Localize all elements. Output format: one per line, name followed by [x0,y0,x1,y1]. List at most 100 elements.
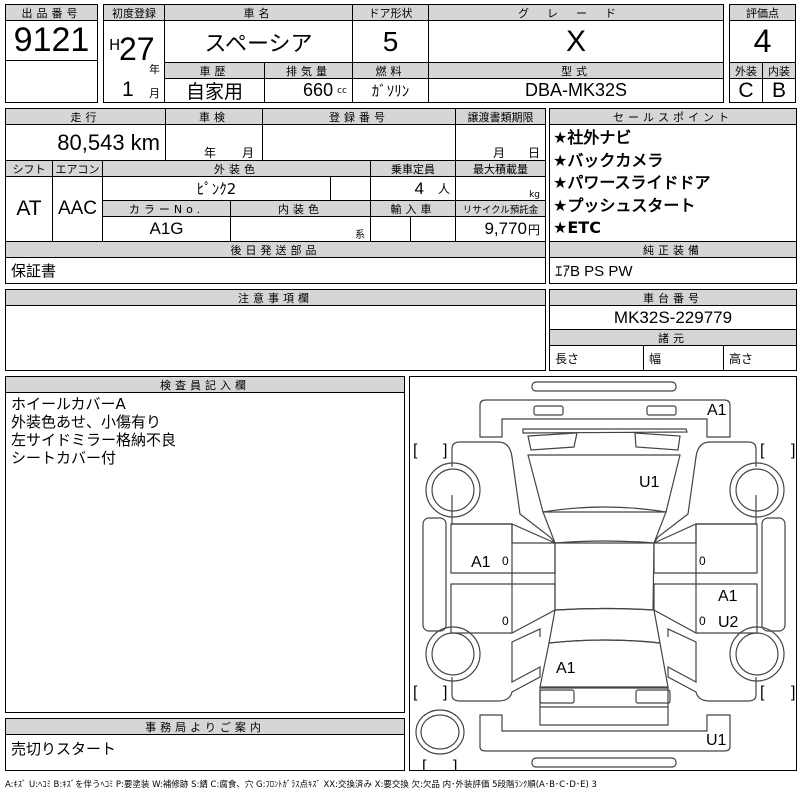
color-no-label: カラーNo. [102,200,231,217]
legend: A:ｷｽﾞ U:ﾍｺﾐ B:ｷｽﾞを伴うﾍｺﾐ P:要塗装 W:補修跡 S:錆 … [5,780,597,790]
zero-mark: 0 [699,614,706,628]
history-value: 自家用 [164,78,265,103]
mark-right-rear-door-1: A1 [718,588,738,605]
score-label: 評価点 [729,4,796,21]
fuel-value: ｶﾞｿﾘﾝ [352,78,429,103]
specs-label: 諸元 [549,329,797,346]
year-unit: 年 [149,63,160,76]
history-label: 車歴 [164,62,265,79]
mark-left-front-door: A1 [471,554,491,571]
taillight-left [539,689,575,704]
first-reg-month-cell: 1 月 [103,78,165,103]
damage-diagram: A1 U1 A1 A1 U2 A1 U1 0 0 0 0 [ ] [ ] [ ]… [409,376,797,771]
grille [522,428,688,451]
int-color-label: 内装色 [230,200,371,217]
recycle-label: リサイクル預託金 [455,200,546,217]
sales-point-item: ★バックカメラ [553,150,664,170]
right-doors [653,523,758,634]
left-front-fender [451,441,557,544]
headlight-right [646,405,677,416]
inspector-line: シートカバー付 [11,449,117,467]
grade-value: X [428,20,724,63]
reg-year: 27 [119,31,155,67]
zero-mark: 0 [699,554,706,568]
mark-right-rear-door-2: U2 [718,614,739,631]
recycle-unit: 円 [527,222,540,237]
max-load-unit: kg [455,176,546,201]
int-score-label: 内装 [762,62,796,79]
mark-rear-bumper: U1 [706,732,727,749]
transfer-day-unit: 日 [528,146,541,160]
ext-color-label: 外装色 [102,160,371,177]
sales-point-item: ★プッシュスタート [553,195,696,215]
taillight-right [635,689,671,704]
left-rear-fender [451,628,541,702]
spec-length: 長さ [549,345,644,371]
first-reg-year-cell: H 27 年 [103,20,165,79]
recycle-value: 9,770 [484,219,527,238]
mark-front-bumper: A1 [707,402,727,419]
inspection-month-unit: 月 [242,146,255,160]
wheel-fl [425,462,481,518]
rear-bumper [479,714,731,752]
windshield [542,506,667,544]
import-label: 輸入車 [370,200,456,217]
mileage-value: 80,543 km [5,124,166,161]
max-load-label: 最大積載量 [455,160,546,177]
inspection-year-unit: 年 [204,146,217,160]
inspector-line: 外装色あせ、小傷有り [11,413,162,431]
first-reg-label: 初度登録 [103,4,165,21]
month-unit: 月 [149,87,160,100]
import-cell-1 [370,216,411,242]
mileage-label: 走行 [5,108,166,125]
bracket-open: [ [760,684,765,701]
car-name-label: 車名 [164,4,353,21]
bracket-close: ] [453,758,457,771]
color-no-value: A1G [102,216,231,242]
wheel-rl [425,626,481,682]
roof [554,540,655,611]
import-cell-2 [410,216,456,242]
headlight-left [533,405,564,416]
office-label: 事務局よりご案内 [5,718,405,735]
door-value: 5 [352,20,429,63]
zero-mark: 0 [502,554,509,568]
transfer-month-unit: 月 [493,146,506,160]
lot-number-label: 出品番号 [5,4,98,21]
zero-mark: 0 [502,614,509,628]
ac-label: エアコン [52,160,103,177]
ext-color-extra [330,176,371,201]
sales-points-label: セールスポイント [549,108,797,125]
inspector-line: 左サイドミラー格納不良 [11,431,177,449]
inspection-cell: 年 月 [165,124,263,161]
rear-glass [539,639,669,688]
left-sill [422,517,447,632]
right-rear-fender [667,628,757,702]
rear-bumper-bar [531,757,677,768]
shift-value: AT [5,176,53,242]
wheel-fr [729,462,785,518]
bracket-open: [ [760,442,765,459]
transfer-label: 譲渡書類期限 [455,108,546,125]
recycle-cell: 9,770 円 [455,216,546,242]
displacement-value: 660 [303,80,334,100]
spare-wheel [415,709,465,755]
bracket-close: ] [791,442,795,459]
front-bumper-bar [531,381,677,392]
notes-area [5,305,546,371]
displacement-label: 排気量 [264,62,353,79]
inspection-label: 車検 [165,108,263,125]
left-doors [450,523,556,634]
ac-value: AAC [52,176,103,242]
bracket-open: [ [413,442,418,459]
equipment-value: ｴｱB PS PW [549,257,797,284]
reg-month: 1 [122,78,134,101]
later-parts-label: 後日発送部品 [5,241,546,258]
rear-window [548,607,661,644]
equipment-label: 純正装備 [549,241,797,258]
door-pillars [511,524,697,633]
int-score: B [762,78,796,103]
bracket-close: ] [443,442,447,459]
spec-height: 高さ [723,345,797,371]
sales-point-item: ★パワースライドドア [553,173,711,192]
